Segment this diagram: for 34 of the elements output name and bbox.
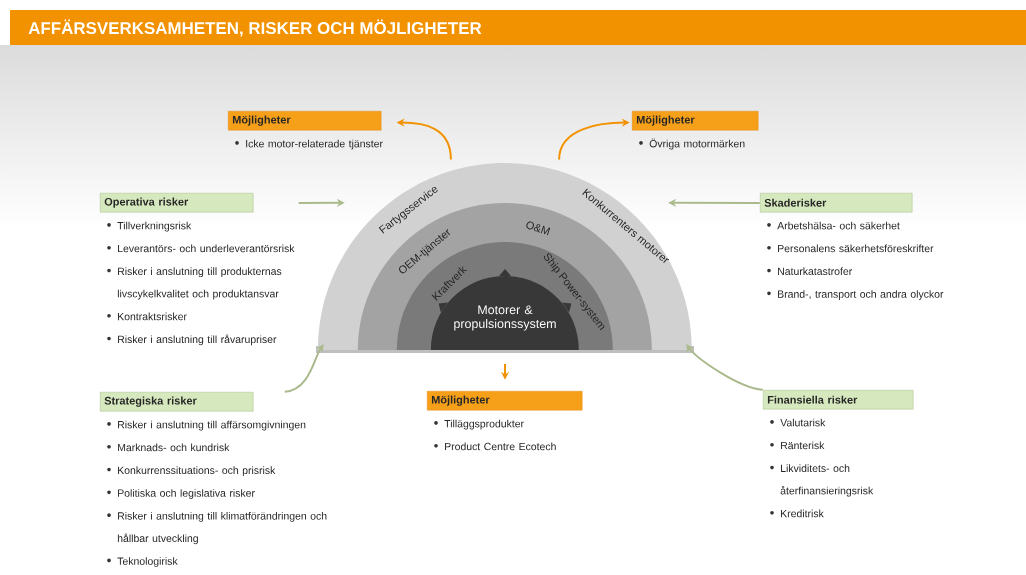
bullet-item: Valutarisk	[770, 418, 826, 427]
bullet-item: Personalens säkerhetsföreskrifter	[767, 244, 934, 253]
header-bar: Möjligheter	[427, 391, 583, 411]
arrow	[686, 344, 764, 391]
bullet-item: Naturkatastrofer	[767, 267, 852, 275]
bullet-item: Ränterisk	[770, 441, 825, 450]
bullet-item: Brand-, transport och andra olyckor	[767, 290, 944, 300]
bullet-item: Risker i anslutning till produkternas livscykelkvalitet och produktansvar	[107, 267, 282, 300]
bullet-item: Kreditrisk	[770, 509, 824, 518]
bullet-item: Kontraktsrisker	[107, 312, 187, 321]
bullet-item: Arbetshälsa- och säkerhet	[767, 221, 900, 230]
bullet-item: Teknologirisk	[107, 557, 178, 567]
bullet-item: Konkurrenssituations- och prisrisk	[107, 466, 276, 477]
ring-label: O&M	[526, 221, 551, 236]
bullet-item: Politiska och legislativa risker	[107, 489, 255, 499]
bullet-item: Leverantörs- och underleverantörsrisk	[107, 244, 295, 253]
bullet-item: Icke motor-relaterade tjänster	[235, 139, 383, 150]
bullet-item: Risker i anslutning till affärsomgivningen	[107, 420, 306, 431]
bullet-item: Risker i anslutning till råvarupriser	[107, 334, 277, 346]
header-bar: Möjligheter	[228, 111, 382, 131]
header-bar: Finansiella risker	[763, 390, 914, 410]
bullet-item: Tilläggsprodukter	[434, 419, 524, 430]
bullet-item: Product Centre Ecotech	[434, 442, 556, 451]
title-bar: AFFÄRSVERKSAMHETEN, RISKER OCH MÖJLIGHETER	[10, 10, 1026, 45]
bullet-item: Tillverkningsrisk	[107, 221, 192, 232]
header-bar: Möjligheter	[632, 111, 759, 131]
bullet-item: Risker i anslutning till klimatförändringen och hållbar utveckling	[107, 511, 327, 545]
header-bar: Operativa risker	[100, 193, 254, 213]
bullet-item: Övriga motormärken	[639, 138, 745, 150]
bullet-item: Marknads- och kundrisk	[107, 443, 230, 452]
header-bar: Skaderisker	[760, 193, 913, 213]
bullet-item: Likviditets- och återfinansieringsrisk	[770, 464, 874, 497]
arrow	[283, 344, 324, 393]
header-bar: Strategiska risker	[100, 392, 254, 412]
